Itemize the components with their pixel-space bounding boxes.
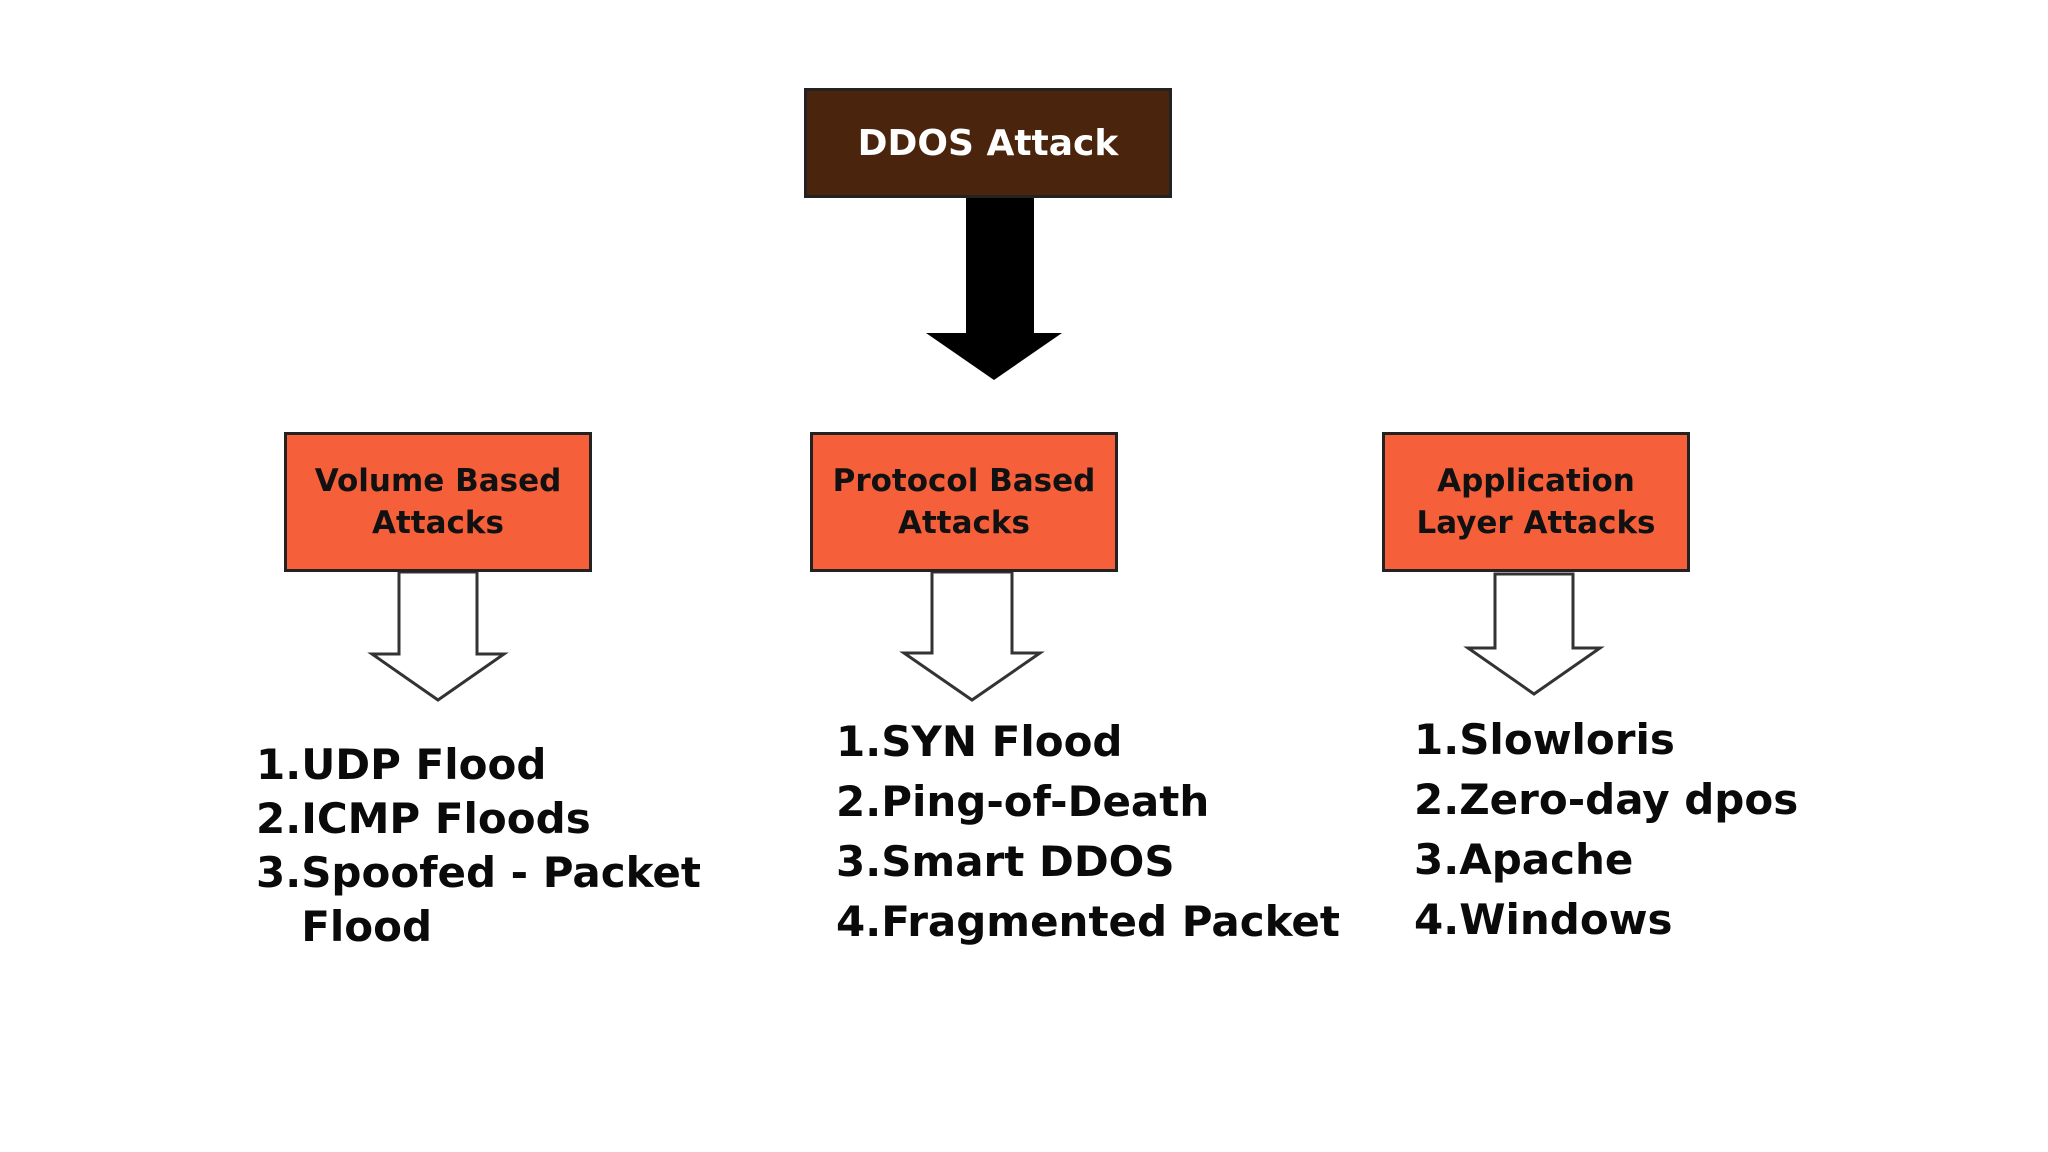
protocol-based-attacks-box: Protocol Based Attacks xyxy=(810,432,1118,572)
volume-title-line2: Attacks xyxy=(372,505,504,541)
list-item: 1. SYN Flood xyxy=(836,717,1123,766)
application-title-line2: Layer Attacks xyxy=(1416,505,1656,541)
protocol-attack-list: 1. SYN Flood 2. Ping-of-Death 3. Smart D… xyxy=(836,712,1340,952)
list-item: 2. Zero-day dpos xyxy=(1414,775,1799,824)
list-item: 1. UDP Flood xyxy=(256,740,547,789)
application-attack-list: 1. Slowloris 2. Zero-day dpos 3. Apache … xyxy=(1414,710,1798,950)
application-down-arrow xyxy=(1463,572,1605,696)
volume-based-attacks-box: Volume Based Attacks xyxy=(284,432,592,572)
list-item: 3. Spoofed - Packet Flood xyxy=(256,848,701,951)
main-down-arrow xyxy=(926,198,1062,380)
application-title-line1: Application xyxy=(1437,463,1635,499)
protocol-title-line2: Attacks xyxy=(897,505,1030,541)
list-item: 4. Windows xyxy=(1414,895,1673,944)
volume-attack-list: 1. UDP Flood 2. ICMP Floods 3. Spoofed -… xyxy=(256,738,701,954)
ddos-attack-box: DDOS Attack xyxy=(804,88,1172,198)
list-item: 3. Smart DDOS xyxy=(836,837,1175,886)
list-item: 3. Apache xyxy=(1414,835,1634,884)
list-item: 2. Ping-of-Death xyxy=(836,777,1210,826)
list-item: 1. Slowloris xyxy=(1414,715,1675,764)
ddos-attack-label: DDOS Attack xyxy=(857,122,1119,164)
list-item: 2. ICMP Floods xyxy=(256,794,591,843)
application-layer-attacks-box: Application Layer Attacks xyxy=(1382,432,1690,572)
volume-down-arrow xyxy=(367,570,509,702)
protocol-down-arrow xyxy=(899,570,1045,702)
protocol-title-line1: Protocol Based xyxy=(832,463,1096,499)
list-item: 4. Fragmented Packet xyxy=(836,897,1340,946)
volume-title-line1: Volume Based xyxy=(314,463,562,499)
